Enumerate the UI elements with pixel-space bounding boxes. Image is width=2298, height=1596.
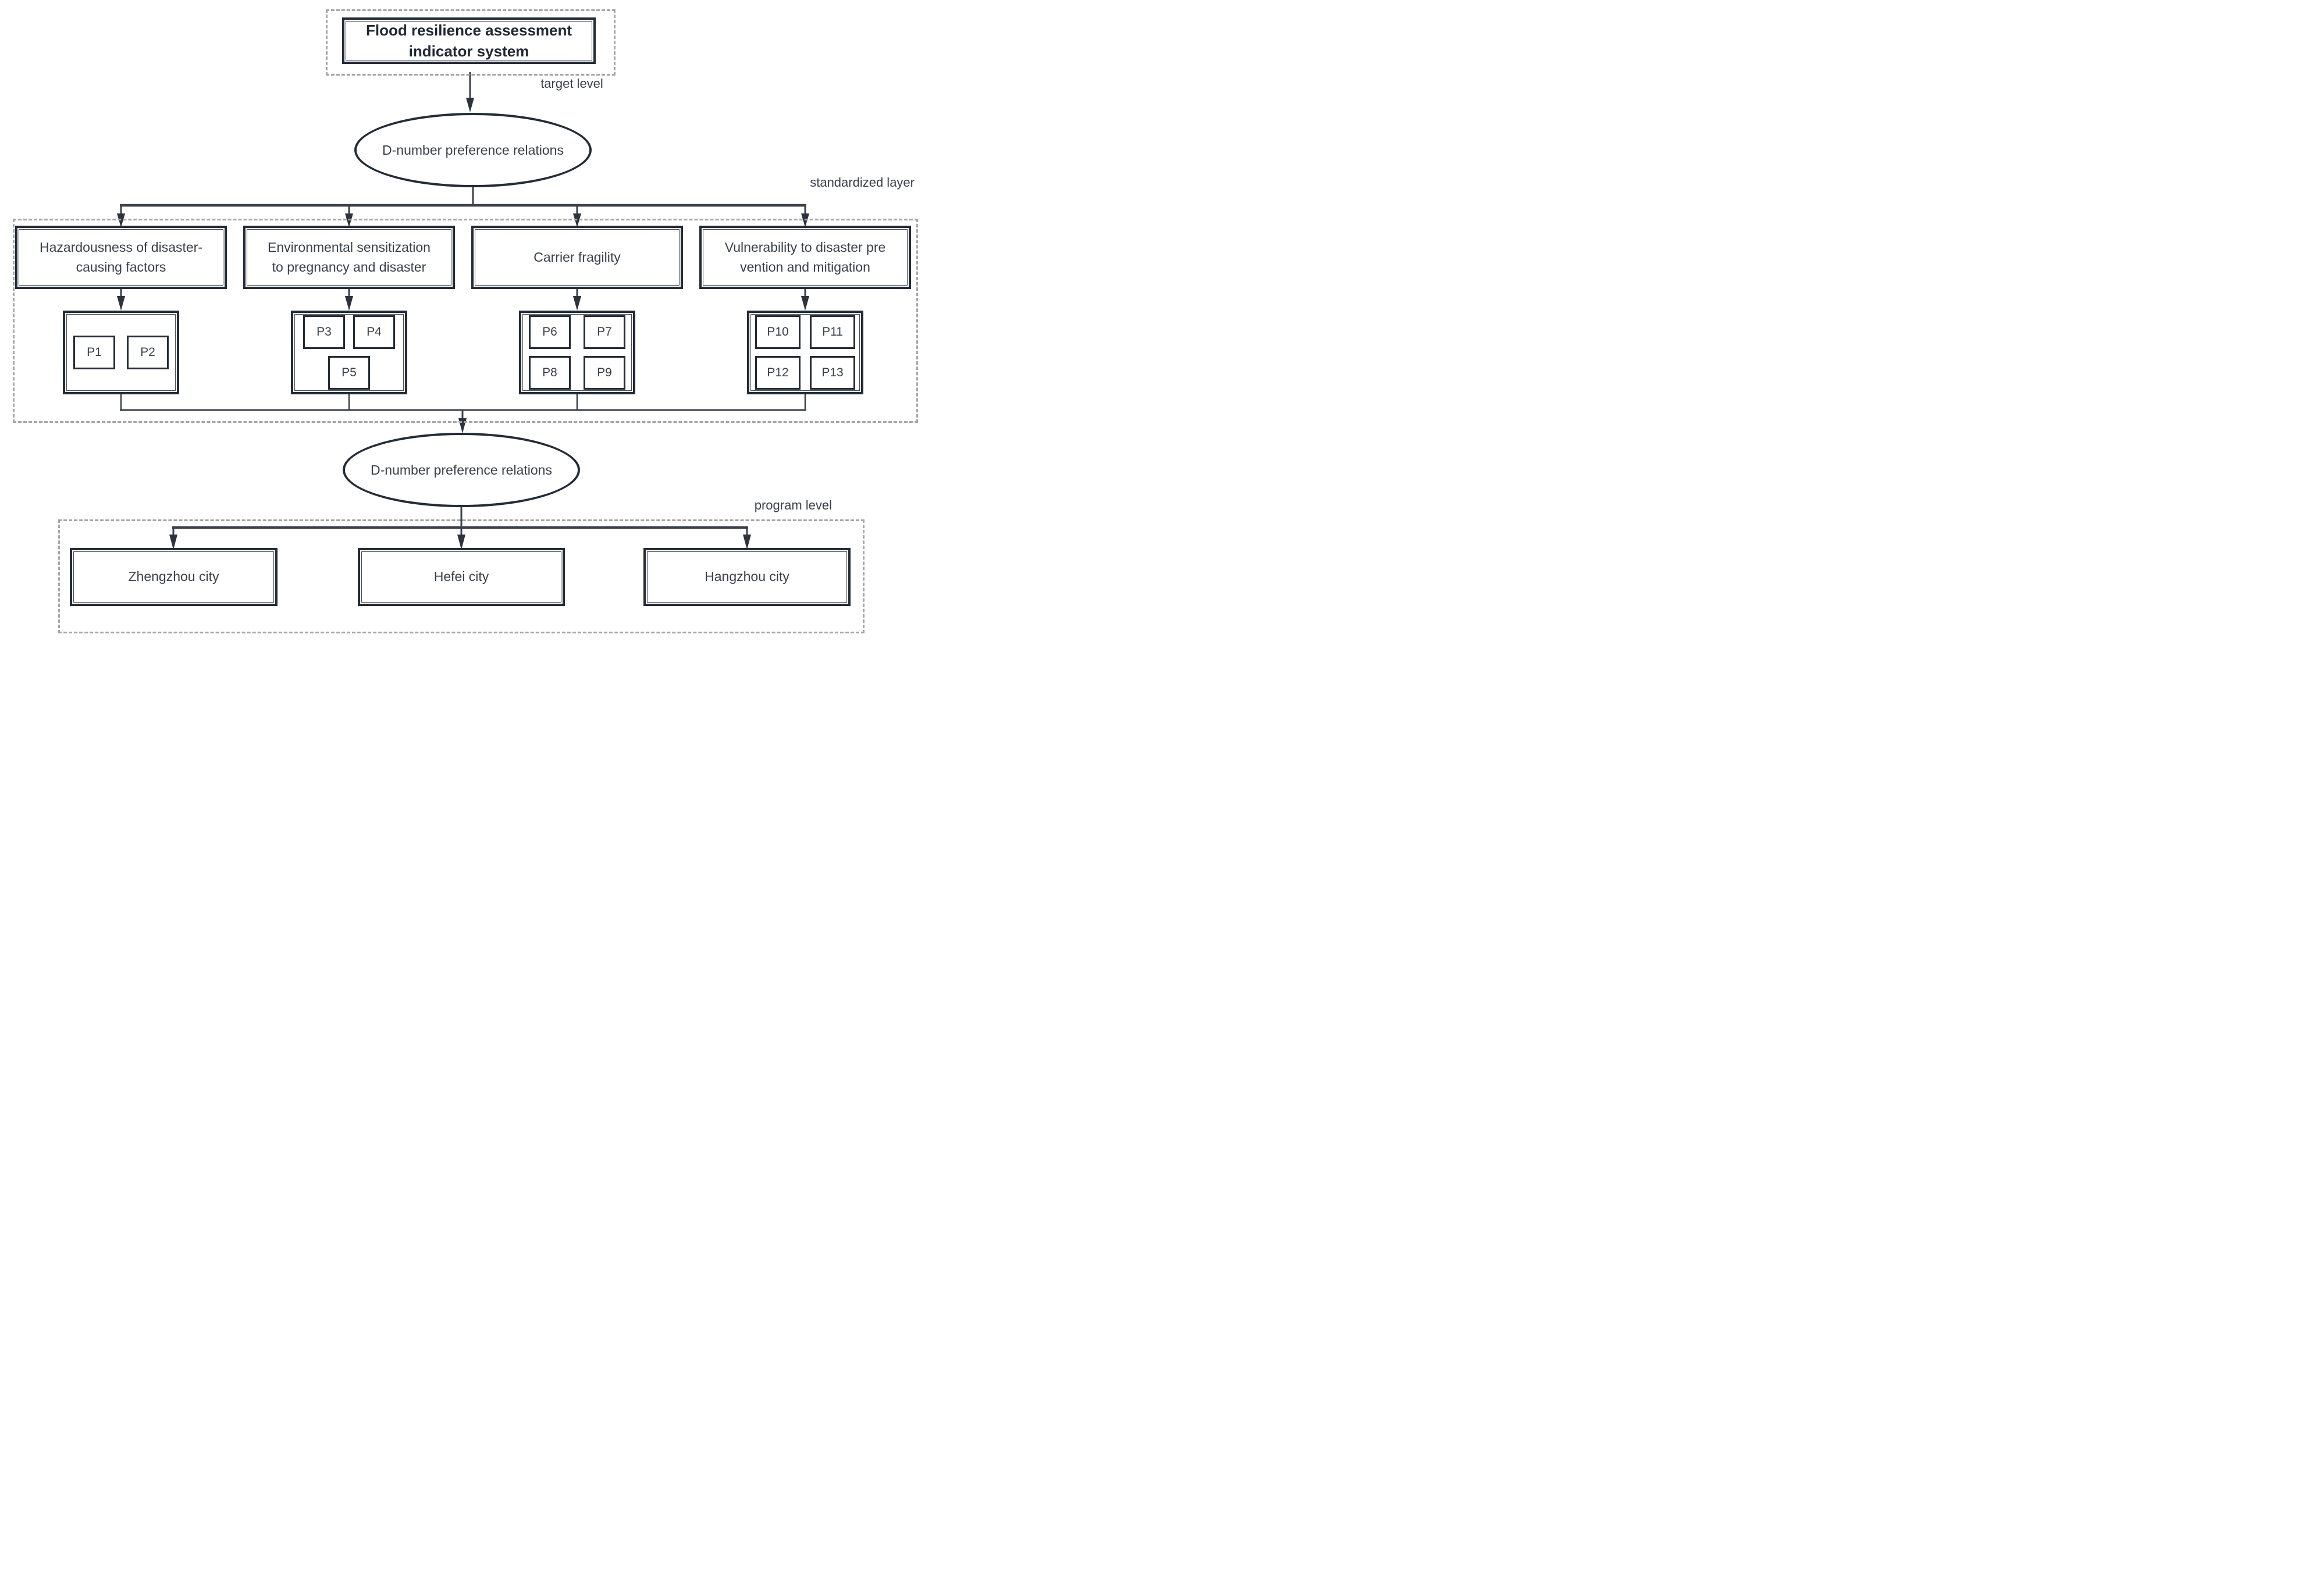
indicator-p1: P1: [73, 336, 115, 369]
indicator-group-1: P1 P2: [63, 311, 179, 394]
program-level-label: program level: [754, 498, 832, 512]
bottom-ellipse-label: D-number preference relations: [371, 462, 552, 478]
branch-bottom-ellipse-to-cities: [169, 507, 751, 550]
indicator-p2: P2: [127, 336, 169, 369]
indicator-p5: P5: [328, 356, 370, 390]
top-d-number-ellipse: D-number preference relations: [354, 113, 592, 187]
indicator-p12: P12: [755, 356, 801, 390]
arrow-title-to-top-ellipse: [466, 72, 474, 112]
category-label-line: Carrier fragility: [533, 249, 621, 265]
city-hefei: Hefei city: [358, 548, 565, 606]
indicator-row: P5: [328, 356, 370, 390]
indicator-p3: P3: [303, 315, 345, 349]
indicator-p9: P9: [584, 356, 625, 390]
indicator-group-3: P6 P7 P8 P9: [519, 311, 635, 394]
indicator-row: P6 P7: [529, 315, 625, 349]
indicator-p6: P6: [529, 315, 571, 349]
indicator-p4: P4: [353, 315, 395, 349]
flood-resilience-flowchart: Flood resilience assessment indicator sy…: [0, 0, 919, 639]
category-environmental-sensitization: Environmental sensitization to pregnancy…: [243, 226, 455, 289]
indicator-row: P8 P9: [529, 356, 625, 390]
city-label: Zhengzhou city: [128, 569, 219, 585]
top-ellipse-label: D-number preference relations: [382, 142, 564, 158]
arrows-categories-to-indicator-groups: [117, 289, 809, 311]
title-line-2: indicator system: [408, 42, 529, 60]
program-level-frame: [58, 519, 865, 633]
category-vulnerability: Vulnerability to disaster pre vention an…: [699, 226, 911, 289]
category-label-line: Vulnerability to disaster pre: [724, 240, 886, 255]
city-label: Hangzhou city: [705, 569, 789, 585]
standardized-layer-label: standardized layer: [810, 175, 915, 190]
indicator-group-4: P10 P11 P12 P13: [747, 311, 863, 394]
category-label-line: to pregnancy and disaster: [272, 259, 426, 275]
city-zhengzhou: Zhengzhou city: [70, 548, 278, 606]
indicator-row: P10 P11: [755, 315, 855, 349]
category-label-line: Hazardousness of disaster-: [40, 240, 202, 255]
category-label-line: Environmental sensitization: [268, 240, 431, 255]
target-level-frame: [326, 9, 616, 76]
category-hazardousness: Hazardousness of disaster- causing facto…: [15, 226, 227, 289]
indicator-p11: P11: [810, 315, 855, 349]
indicator-row: P1 P2: [73, 336, 169, 369]
city-hangzhou: Hangzhou city: [643, 548, 851, 606]
indicator-row: P3 P4: [303, 315, 395, 349]
target-level-label: target level: [540, 76, 603, 91]
indicator-p10: P10: [755, 315, 801, 349]
bottom-d-number-ellipse: D-number preference relations: [343, 433, 580, 507]
title-line-1: Flood resilience assessment: [365, 21, 572, 39]
category-label-line: vention and mitigation: [740, 259, 870, 275]
category-label-line: causing factors: [76, 259, 166, 275]
standardized-layer-frame: [13, 219, 918, 423]
indicator-group-2: P3 P4 P5: [291, 311, 407, 394]
connector-lines: [117, 72, 809, 550]
indicator-row: P12 P13: [755, 356, 855, 390]
branch-ellipse-to-categories: [117, 187, 809, 227]
city-label: Hefei city: [433, 569, 489, 585]
indicator-p13: P13: [810, 356, 855, 390]
indicator-p8: P8: [529, 356, 571, 390]
indicator-p7: P7: [584, 315, 625, 349]
title-box: Flood resilience assessment indicator sy…: [342, 17, 596, 64]
category-carrier-fragility: Carrier fragility: [471, 226, 683, 289]
